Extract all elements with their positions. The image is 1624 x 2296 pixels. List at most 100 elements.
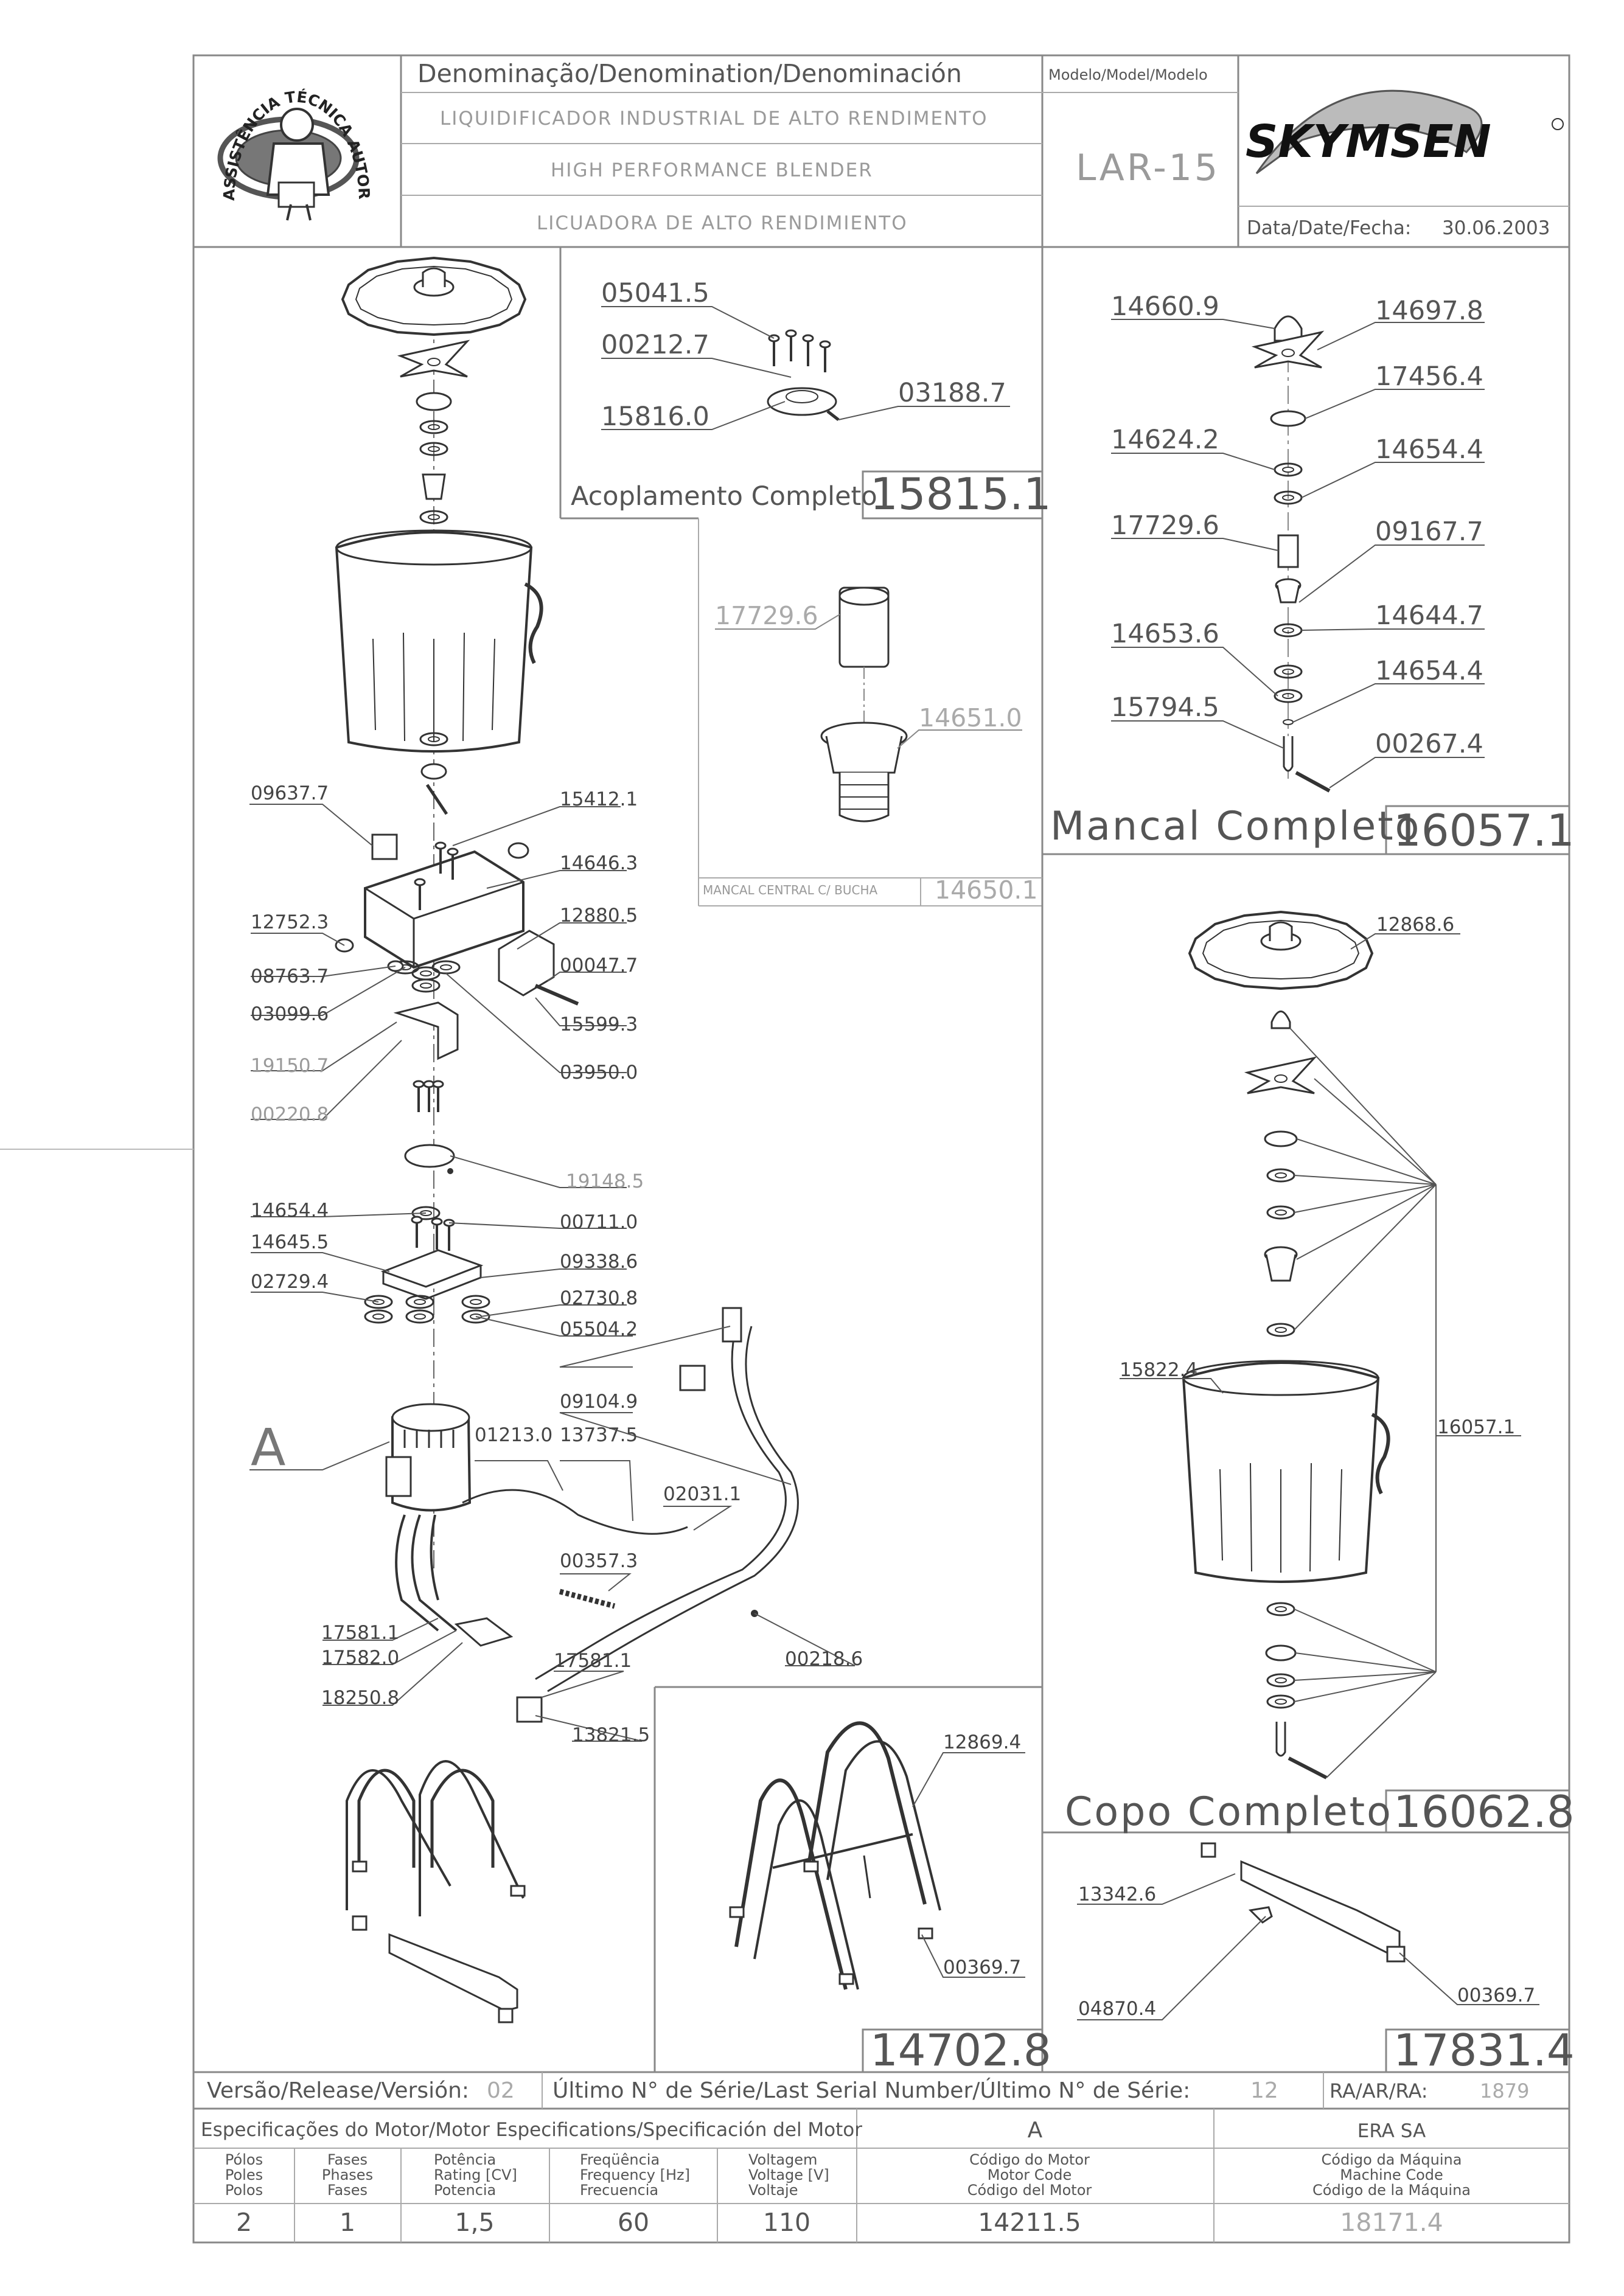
- voltage-value: 110: [763, 2208, 810, 2237]
- svg-text:Código del Motor: Código del Motor: [967, 2182, 1092, 2199]
- rating-value: 1,5: [455, 2208, 494, 2237]
- label-17582-0: 17582.0: [321, 1647, 399, 1669]
- frequency-value: 60: [618, 2208, 649, 2237]
- bar-code: 17831.4: [1393, 2025, 1575, 2076]
- svg-text:Freqüência: Freqüência: [580, 2151, 660, 2168]
- cup-panel: 12868.6 15822.4 16057.1 Copo Completo 16…: [1065, 911, 1575, 1837]
- spec-col-machine-code: Código da Máquina Machine Code Código de…: [1312, 2151, 1471, 2237]
- svg-text:Machine Code: Machine Code: [1340, 2166, 1443, 2183]
- product-name-pt: LIQUIDIFICADOR INDUSTRIAL DE ALTO RENDIM…: [440, 108, 988, 130]
- spec-col-motor-code: Código do Motor Motor Code Código del Mo…: [967, 2151, 1092, 2237]
- label-03099-6: 03099.6: [251, 1003, 329, 1025]
- spec-col-voltage: Voltagem Voltage [V] Voltaje 110: [748, 2151, 829, 2237]
- label-00267-4: 00267.4: [1375, 729, 1483, 759]
- skymsen-logo: SKYMSEN: [1246, 89, 1564, 175]
- label-15599-3: 15599.3: [560, 1014, 638, 1035]
- label-14646-3: 14646.3: [560, 852, 638, 874]
- label-14645-5: 14645.5: [251, 1231, 329, 1253]
- label-08763-7: 08763.7: [251, 965, 329, 987]
- bushing-title: MANCAL CENTRAL C/ BUCHA: [703, 883, 878, 897]
- label-00369-7-bar: 00369.7: [1457, 1985, 1535, 2006]
- svg-text:Poles: Poles: [225, 2166, 263, 2183]
- svg-text:Código da Máquina: Código da Máquina: [1322, 2151, 1462, 2168]
- authorized-service-logo: ASSISTÊNCIA TÉCNICA AUTORIZADA: [0, 0, 373, 221]
- label-12752-3: 12752.3: [251, 911, 329, 933]
- svg-text:Rating [CV]: Rating [CV]: [434, 2166, 517, 2183]
- main-assembly-drawing: [336, 257, 799, 2023]
- spec-col-rating: Potência Rating [CV] Potencia 1,5: [434, 2151, 517, 2237]
- serial-value: 12: [1250, 2078, 1278, 2103]
- label-12869-4: 12869.4: [943, 1731, 1021, 1753]
- label-03950-0: 03950.0: [560, 1062, 638, 1084]
- cup-title: Copo Completo: [1065, 1789, 1393, 1835]
- label-13342-6: 13342.6: [1078, 1884, 1156, 1905]
- svg-text:Fases: Fases: [327, 2182, 368, 2199]
- coupling-panel: 05041.5 00212.7 15816.0 03188.7 Acoplame…: [571, 278, 1051, 520]
- machine-code-value: 18171.4: [1340, 2208, 1443, 2237]
- product-name-es: LICUADORA DE ALTO RENDIMIENTO: [537, 212, 908, 234]
- label-01213-0: 01213.0: [475, 1424, 552, 1446]
- label-09104-9: 09104.9: [560, 1391, 638, 1413]
- label-17729-6: 17729.6: [1111, 510, 1219, 541]
- label-14654-4-a: 14654.4: [1375, 434, 1483, 465]
- label-14654-4-b: 14654.4: [1375, 656, 1483, 686]
- bushing-code: 14650.1: [935, 875, 1038, 905]
- date-label: Data/Date/Fecha:: [1247, 217, 1411, 239]
- model-value: LAR-15: [1076, 147, 1220, 189]
- label-12868-6: 12868.6: [1376, 914, 1454, 936]
- label-09338-6: 09338.6: [560, 1251, 638, 1273]
- bar-panel: 13342.6 04870.4 00369.7 17831.4: [1077, 1842, 1575, 2076]
- label-14624-2: 14624.2: [1111, 425, 1219, 455]
- bearing-code: 16057.1: [1393, 805, 1575, 856]
- label-15816-0: 15816.0: [601, 402, 709, 432]
- ra-value: 1879: [1480, 2079, 1529, 2103]
- label-17581-1: 17581.1: [321, 1622, 399, 1644]
- label-00047-7: 00047.7: [560, 955, 638, 976]
- label-09167-7: 09167.7: [1375, 517, 1483, 547]
- manufacturer: ERA SA: [1357, 2120, 1426, 2142]
- svg-text:Polos: Polos: [225, 2182, 263, 2199]
- motor-spec-title: Especificações do Motor/Motor Especifica…: [201, 2119, 862, 2141]
- main-part-labels-right: 15412.1 14646.3 12880.5 00047.7 15599.3 …: [475, 788, 863, 1746]
- svg-text:Pólos: Pólos: [225, 2151, 263, 2168]
- model-label: Modelo/Model/Modelo: [1048, 66, 1208, 83]
- label-17581-1-b: 17581.1: [554, 1650, 632, 1672]
- version-value: 02: [487, 2078, 515, 2103]
- label-12880-5: 12880.5: [560, 905, 638, 927]
- svg-text:Frequency [Hz]: Frequency [Hz]: [580, 2166, 690, 2183]
- svg-text:Código do Motor: Código do Motor: [969, 2151, 1090, 2168]
- svg-text:Fases: Fases: [327, 2151, 368, 2168]
- label-15794-5: 15794.5: [1111, 692, 1219, 723]
- main-leader-lines: [249, 804, 856, 1742]
- phases-value: 1: [340, 2208, 355, 2237]
- svg-text:Frecuencia: Frecuencia: [580, 2182, 658, 2199]
- label-03188-7: 03188.7: [898, 378, 1006, 408]
- label-05504-2: 05504.2: [560, 1318, 638, 1340]
- svg-text:Potencia: Potencia: [434, 2182, 496, 2199]
- label-14660-9: 14660.9: [1111, 291, 1219, 322]
- label-19150-7: 19150.7: [251, 1055, 329, 1077]
- label-14644-7: 14644.7: [1375, 600, 1483, 631]
- date-value: 30.06.2003: [1442, 217, 1550, 239]
- cup-code: 16062.8: [1393, 1786, 1575, 1837]
- bearing-panel: 14660.9 14697.8 17456.4 14624.2 14654.4 …: [1050, 291, 1575, 856]
- label-00711-0: 00711.0: [560, 1211, 638, 1233]
- label-00218-6: 00218.6: [785, 1648, 863, 1670]
- spec-col-phases: Fases Phases Fases 1: [322, 2151, 373, 2237]
- label-15822-4: 15822.4: [1120, 1359, 1197, 1381]
- svg-text:Potência: Potência: [434, 2151, 496, 2168]
- label-00357-3: 00357.3: [560, 1550, 638, 1572]
- label-02729-4: 02729.4: [251, 1271, 329, 1293]
- version-label: Versão/Release/Versión:: [207, 2078, 469, 2103]
- spec-col-poles: Pólos Poles Polos 2: [225, 2151, 263, 2237]
- label-15412-1: 15412.1: [560, 788, 638, 810]
- label-motor-a: A: [251, 1418, 285, 1477]
- stand-panel: 12869.4 00369.7 14702.8: [729, 1721, 1051, 2076]
- label-00369-7-stand: 00369.7: [943, 1957, 1021, 1978]
- label-09637-7: 09637.7: [251, 782, 329, 804]
- label-14654-4: 14654.4: [251, 1200, 329, 1222]
- ra-label: RA/AR/RA:: [1330, 2079, 1428, 2103]
- label-00220-8: 00220.8: [251, 1104, 329, 1125]
- serial-label: Último N° de Série/Last Serial Number/Úl…: [552, 2078, 1190, 2103]
